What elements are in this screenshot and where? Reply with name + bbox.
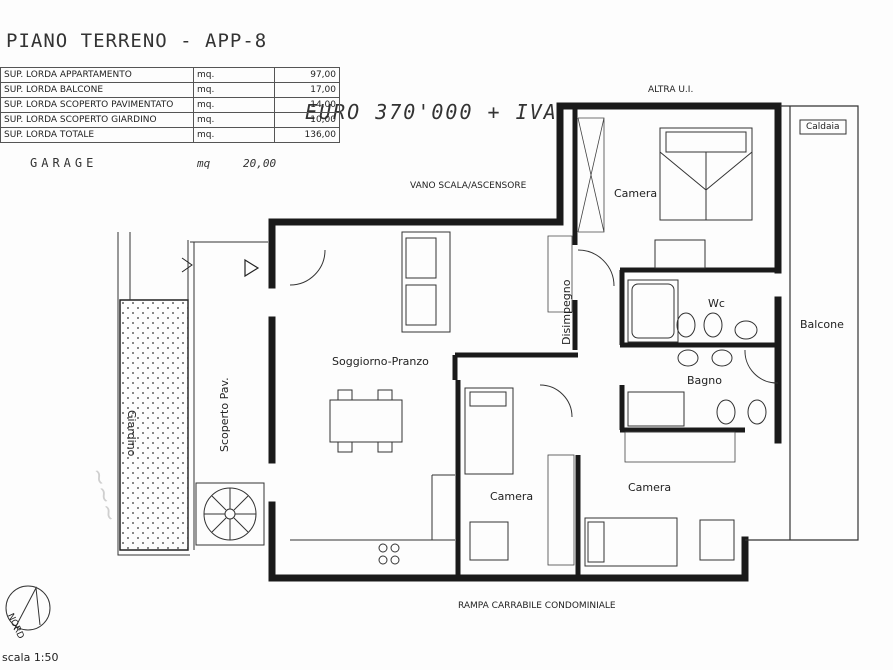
label-altra-ui: ALTRA U.I. <box>648 85 694 95</box>
toilet-icon <box>676 312 767 425</box>
table-row: SUP. LORDA TOTALE mq. 136,00 <box>0 127 340 143</box>
price-note: EURO 370'000 + IVA <box>305 100 558 124</box>
desk-bottom <box>699 519 735 561</box>
label-soggiorno: Soggiorno-Pranzo <box>332 355 429 368</box>
side-arrow-icon <box>181 257 193 273</box>
balcony-outline <box>745 105 859 541</box>
label-camera-bottom: Camera <box>628 481 672 494</box>
garage-value: 20,00 <box>243 157 277 170</box>
handwritten-note: ~~~ <box>84 465 122 525</box>
north-arrow-icon <box>5 585 51 631</box>
desk-icon <box>654 239 706 269</box>
label-disimpegno: Disimpegno <box>560 279 573 345</box>
area-value: 136,00 <box>274 127 340 143</box>
door-swing <box>289 249 779 418</box>
shower-icon <box>627 391 685 427</box>
label-caldaia: Caldaia <box>806 122 840 132</box>
garden-border <box>117 232 190 556</box>
label-vano-scala: VANO SCALA/ASCENSORE <box>410 181 527 191</box>
area-table: SUP. LORDA APPARTAMENTO mq. 97,00 SUP. L… <box>0 67 340 143</box>
desk-mid <box>469 521 509 561</box>
scoperto-border <box>190 241 268 550</box>
entry-arrow-icon <box>244 258 260 278</box>
wardrobe-soggiorno <box>547 235 573 313</box>
wardrobe-bottom <box>624 431 736 463</box>
label-rampa: RAMPA CARRABILE CONDOMINIALE <box>458 601 616 611</box>
wall-outer <box>268 102 782 226</box>
label-giardino: Giardino <box>125 410 138 457</box>
bathtub-icon <box>627 279 679 343</box>
wall-wc <box>620 267 778 433</box>
area-unit: mq. <box>193 127 275 143</box>
wardrobe-mid <box>547 454 575 566</box>
wardrobe-top <box>577 117 605 233</box>
plan-title: PIANO TERRENO - APP-8 <box>6 30 268 52</box>
bed-icon-3 <box>584 517 678 567</box>
wall-room-divide <box>455 380 581 578</box>
label-bagno: Bagno <box>687 374 722 387</box>
label-balcone: Balcone <box>800 318 844 331</box>
kitchen-counter <box>290 474 455 565</box>
bed-icon <box>659 127 753 221</box>
label-camera-mid: Camera <box>490 490 534 503</box>
label-wc: Wc <box>708 297 725 310</box>
label-scoperto: Scoperto Pav. <box>218 377 231 452</box>
wall-bottom <box>268 536 749 582</box>
spiral-stair-icon <box>195 482 265 546</box>
garden-area <box>119 299 189 551</box>
bed-icon-2 <box>464 387 514 475</box>
label-scale: scala 1:50 <box>2 651 59 664</box>
caldaia-box <box>799 119 847 135</box>
sofa-icon <box>401 231 451 333</box>
wall-disimpegno <box>452 352 578 380</box>
area-label: SUP. LORDA TOTALE <box>0 127 194 143</box>
garage-unit: mq <box>197 157 211 170</box>
dining-table-icon <box>329 389 403 453</box>
garage-label: GARAGE <box>30 156 98 170</box>
label-camera-top: Camera <box>614 187 658 200</box>
table-row: SUP. LORDA BALCONE mq. 17,00 <box>0 82 340 98</box>
